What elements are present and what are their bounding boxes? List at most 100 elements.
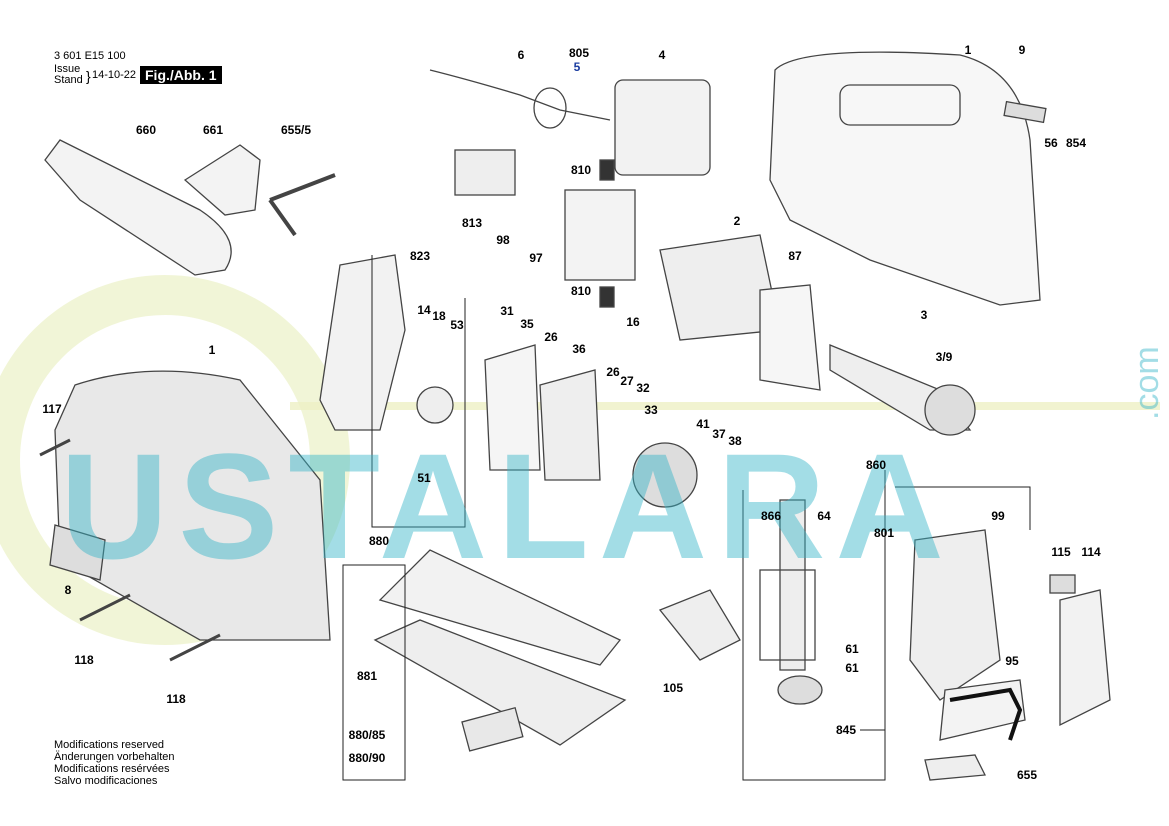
part-label: 5 xyxy=(573,60,581,74)
part-label: 9 xyxy=(1018,43,1026,57)
part-label: 801 xyxy=(873,526,895,540)
fan-baffle xyxy=(759,284,821,391)
part-label: 813 xyxy=(461,216,483,230)
cover-661 xyxy=(183,144,261,216)
cable-guard xyxy=(533,87,567,129)
frame-823 xyxy=(371,255,466,528)
screws xyxy=(39,438,221,662)
gasket-31 xyxy=(484,344,541,471)
part-label: 880/85 xyxy=(348,728,386,742)
frame-880 xyxy=(342,564,406,781)
part-label: 18 xyxy=(432,309,446,323)
part-label: 26 xyxy=(544,330,558,344)
part-label: 866 xyxy=(760,509,782,523)
blade-guard xyxy=(939,679,1026,741)
brush-holder xyxy=(564,189,636,281)
frame-845 xyxy=(860,470,886,731)
extraction-hose xyxy=(44,139,232,276)
part-label: 1 xyxy=(208,343,216,357)
part-label: 87 xyxy=(788,249,802,263)
power-cable xyxy=(429,69,611,121)
part-label: 38 xyxy=(728,434,742,448)
issue-date: 14-10-22 xyxy=(92,69,137,81)
cover-114 xyxy=(1059,589,1111,727)
part-label: 4 xyxy=(658,48,666,62)
part-label: 655 xyxy=(1016,768,1038,782)
part-label: 854 xyxy=(1065,136,1087,150)
frame-99 xyxy=(895,486,1031,530)
part-label: 660 xyxy=(135,123,157,137)
part-label: 26 xyxy=(606,365,620,379)
part-label: 8 xyxy=(64,583,72,597)
part-label: 51 xyxy=(417,471,431,485)
part-label: 36 xyxy=(572,342,586,356)
part-label: 118 xyxy=(74,653,94,667)
part-label: 27 xyxy=(620,374,634,388)
shoe-880-85 xyxy=(461,706,524,752)
part-655 xyxy=(924,754,987,781)
part-label: 53 xyxy=(450,318,464,332)
watermark-domain: .com xyxy=(1128,346,1166,420)
part-813 xyxy=(454,149,516,196)
label-plate xyxy=(1003,100,1047,124)
gear-33 xyxy=(632,442,698,508)
plunger-rod xyxy=(779,499,806,671)
gear-housing-823 xyxy=(319,254,406,431)
foot-plate xyxy=(378,549,622,666)
part-label: 860 xyxy=(865,458,887,472)
label-8 xyxy=(49,524,106,581)
pendulum-part xyxy=(658,589,741,661)
note-es: Salvo modificaciones xyxy=(54,775,158,787)
carbon-brush-top xyxy=(599,159,615,181)
part-label: 16 xyxy=(626,315,640,329)
part-label: 118 xyxy=(166,692,186,706)
part-label: 33 xyxy=(644,403,658,417)
part-label: 880/90 xyxy=(348,751,386,765)
hex-key xyxy=(268,173,336,237)
note-en: Modifications reserved xyxy=(54,739,165,751)
guide-frame xyxy=(759,569,816,661)
housing-half-right xyxy=(769,51,1041,306)
part-label: 823 xyxy=(409,249,431,263)
watermark: USTALARA xyxy=(60,422,954,590)
part-label: 56 xyxy=(1044,136,1058,150)
part-label: 2 xyxy=(733,214,741,228)
part-label: 881 xyxy=(356,669,378,683)
part-number: 3 601 E15 100 xyxy=(54,50,126,62)
modification-notes: Modifications reserved Änderungen vorbeh… xyxy=(54,739,174,787)
gear-plate-36 xyxy=(539,369,601,481)
part-label: 105 xyxy=(662,681,684,695)
part-label: 3/9 xyxy=(935,350,953,364)
watermark-band xyxy=(290,402,1160,410)
part-label: 61 xyxy=(845,661,859,675)
part-label: 95 xyxy=(1005,654,1019,668)
issue-text: Issue xyxy=(54,63,81,75)
part-label: 880 xyxy=(368,534,390,548)
part-label: 810 xyxy=(570,163,592,177)
part-label: 14 xyxy=(417,303,431,317)
note-de: Änderungen vorbehalten xyxy=(54,751,175,763)
stand-text: Stand xyxy=(54,74,83,86)
housing-half-left xyxy=(54,370,331,641)
part-label: 32 xyxy=(636,381,650,395)
fan xyxy=(924,384,976,436)
gear-housing-801 xyxy=(909,529,1001,701)
part-label: 64 xyxy=(817,509,831,523)
figure-label: Fig./Abb. 1 xyxy=(140,66,222,84)
part-115 xyxy=(1049,574,1076,594)
part-label: 845 xyxy=(835,723,857,737)
part-label: 61 xyxy=(845,642,859,656)
note-fr: Modifications resérvées xyxy=(54,763,170,775)
part-label: 35 xyxy=(520,317,534,331)
part-label: 114 xyxy=(1081,545,1101,559)
part-label: 115 xyxy=(1051,545,1071,559)
bearing-18 xyxy=(416,386,454,424)
part-label: 117 xyxy=(42,402,62,416)
part-label: 97 xyxy=(529,251,543,265)
carbon-brush-bottom xyxy=(599,286,615,308)
part-label: 1 xyxy=(964,43,972,57)
part-label: 810 xyxy=(570,284,592,298)
